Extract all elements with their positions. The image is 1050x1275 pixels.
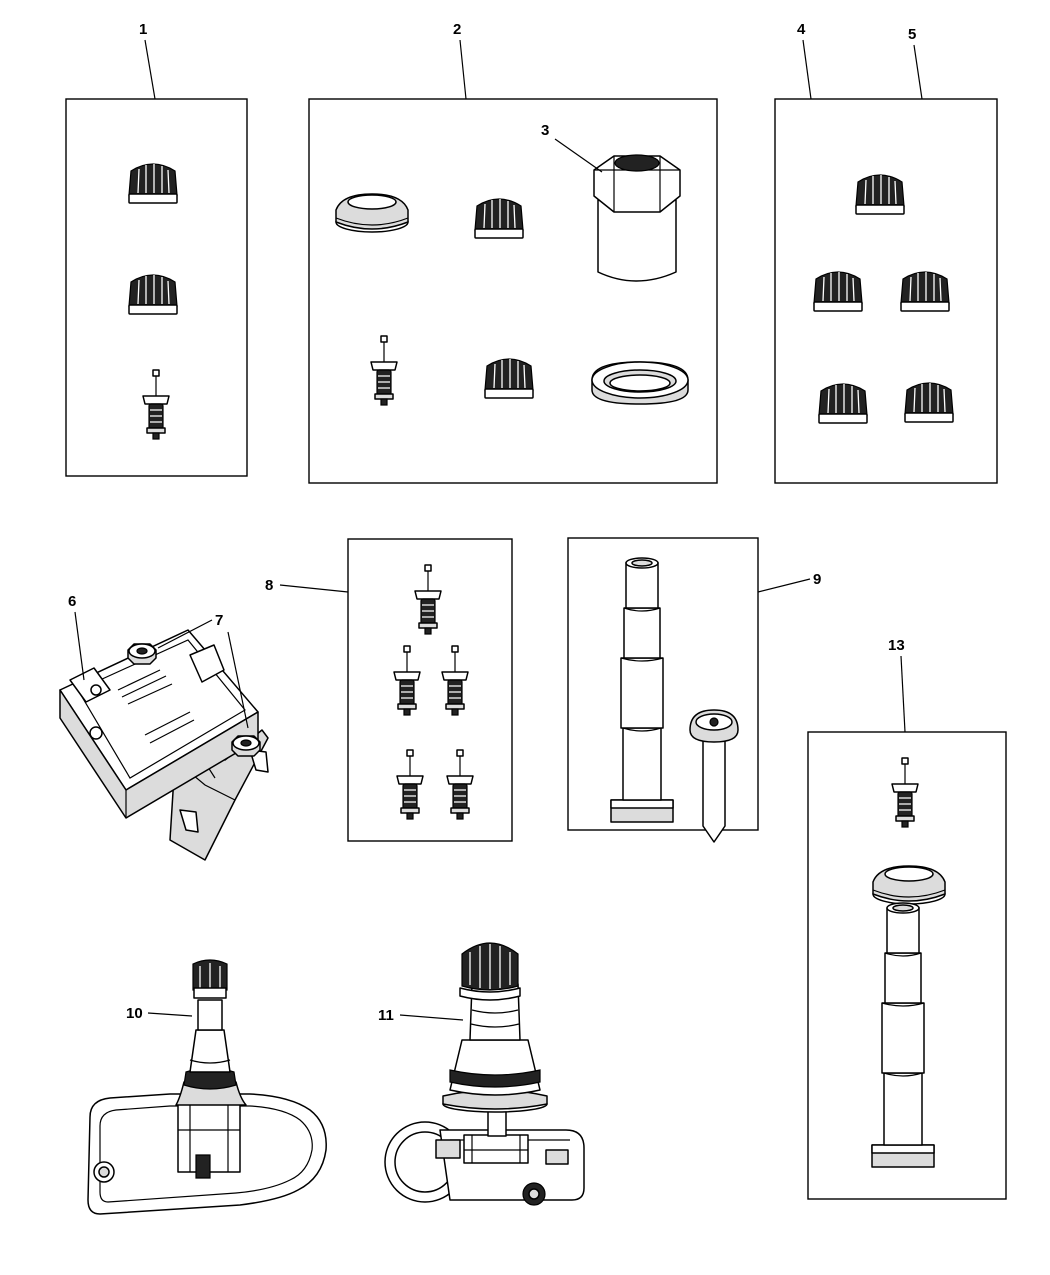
svg-text:1: 1 [139,21,147,38]
svg-text:3: 3 [541,122,549,139]
grommet-icon [335,193,409,233]
svg-text:5: 5 [908,26,916,43]
washer-ring-icon [591,361,689,405]
callout-13: 13 [888,637,906,733]
hex-nut-icon [127,643,157,665]
callout-4: 4 [797,21,812,100]
svg-text:2: 2 [453,21,461,38]
svg-text:9: 9 [813,571,821,588]
tpms-sensor-icon [384,942,585,1206]
kit-box-8 [347,538,513,842]
svg-text:10: 10 [126,1005,143,1022]
callout-2: 2 [453,21,467,100]
callout-9: 9 [757,571,821,593]
callout-7: 7 [157,612,249,729]
svg-text:13: 13 [888,637,905,654]
tpms-sensor-icon [87,959,327,1215]
kit-box-4-5 [774,98,998,484]
svg-text:6: 6 [68,593,76,610]
svg-text:11: 11 [378,1007,394,1024]
callout-10: 10 [126,1005,193,1022]
hex-nut-sleeve-icon [593,154,681,282]
svg-text:4: 4 [797,21,806,38]
svg-text:7: 7 [215,612,223,629]
callout-8: 8 [265,577,349,594]
svg-text:8: 8 [265,577,273,594]
callout-1: 1 [139,21,156,100]
callout-6: 6 [68,593,85,681]
callout-11: 11 [378,1007,464,1024]
grommet-icon [872,865,946,905]
callout-5: 5 [908,26,923,100]
callout-3: 3 [541,122,603,173]
hex-nut-icon [231,735,261,757]
screw-icon [689,709,739,843]
